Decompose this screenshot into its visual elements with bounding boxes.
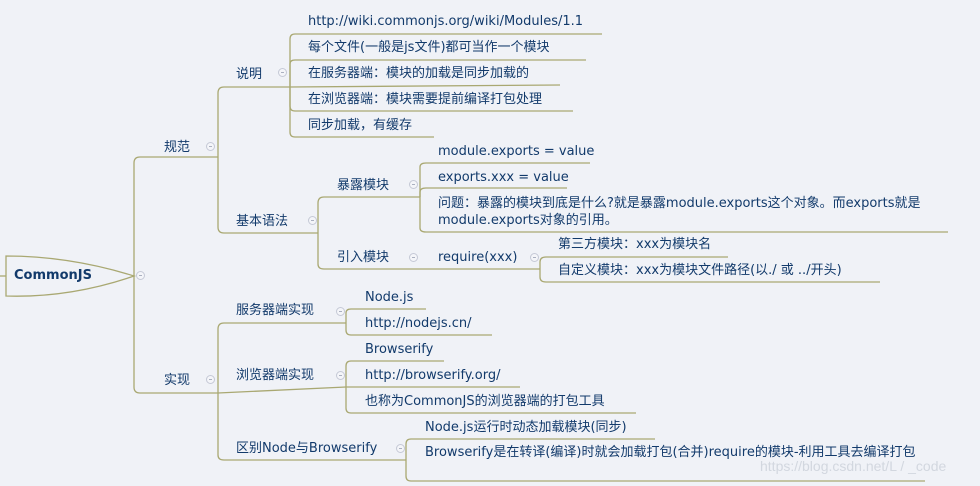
node-implementation[interactable]: 实现 bbox=[164, 373, 191, 388]
leaf-spec-url[interactable]: http://wiki.commonjs.org/wiki/Modules/1.… bbox=[308, 14, 584, 29]
leaf-nodejs-url[interactable]: http://nodejs.cn/ bbox=[365, 316, 472, 331]
collapse-icon[interactable] bbox=[336, 371, 345, 380]
collapse-icon[interactable] bbox=[409, 253, 418, 262]
node-require[interactable]: require(xxx) bbox=[438, 250, 518, 265]
collapse-icon[interactable] bbox=[336, 307, 345, 316]
leaf-custom-module[interactable]: 自定义模块：xxx为模块文件路径(以./ 或 ../开头) bbox=[558, 263, 842, 278]
leaf-browser-precompile[interactable]: 在浏览器端：模块需要提前编译打包处理 bbox=[308, 92, 543, 107]
collapse-icon[interactable] bbox=[308, 216, 317, 225]
leaf-third-party-module[interactable]: 第三方模块：xxx为模块名 bbox=[558, 237, 712, 252]
leaf-browserify-desc[interactable]: 也称为CommonJS的浏览器端的打包工具 bbox=[365, 394, 605, 409]
collapse-icon[interactable] bbox=[206, 142, 215, 151]
node-expose-module[interactable]: 暴露模块 bbox=[337, 178, 390, 193]
node-browser-impl[interactable]: 浏览器端实现 bbox=[236, 368, 315, 383]
leaf-browserify-compile[interactable]: Browserify是在转译(编译)时就会加载打包(合并)require的模块-… bbox=[425, 445, 916, 460]
leaf-server-sync[interactable]: 在服务器端：模块的加载是同步加载的 bbox=[308, 66, 530, 81]
collapse-icon[interactable] bbox=[136, 271, 145, 280]
leaf-exports-question[interactable]: 问题：暴露的模块到底是什么?就是暴露module.exports这个对象。而ex… bbox=[438, 196, 921, 228]
leaf-browserify[interactable]: Browserify bbox=[365, 342, 434, 357]
node-basic-syntax[interactable]: 基本语法 bbox=[236, 214, 289, 229]
node-spec[interactable]: 规范 bbox=[164, 140, 191, 155]
collapse-icon[interactable] bbox=[278, 68, 287, 77]
leaf-sync-cache[interactable]: 同步加载，有缓存 bbox=[308, 118, 413, 133]
leaf-browserify-url[interactable]: http://browserify.org/ bbox=[365, 368, 501, 383]
collapse-icon[interactable] bbox=[530, 253, 539, 262]
collapse-icon[interactable] bbox=[409, 180, 418, 189]
node-import-module[interactable]: 引入模块 bbox=[337, 250, 390, 265]
leaf-exports-xxx[interactable]: exports.xxx = value bbox=[438, 170, 569, 185]
collapse-icon[interactable] bbox=[396, 444, 405, 453]
node-node-vs-browserify[interactable]: 区别Node与Browserify bbox=[236, 441, 378, 456]
collapse-icon[interactable] bbox=[206, 375, 215, 384]
node-server-impl[interactable]: 服务器端实现 bbox=[236, 303, 315, 318]
leaf-node-dynamic-load[interactable]: Node.js运行时动态加载模块(同步) bbox=[425, 420, 627, 435]
leaf-nodejs[interactable]: Node.js bbox=[365, 290, 414, 305]
leaf-module-exports[interactable]: module.exports = value bbox=[438, 144, 595, 159]
watermark: https://blog.csdn.net/L / _code bbox=[760, 458, 947, 474]
leaf-each-file-module[interactable]: 每个文件(一般是js文件)都可当作一个模块 bbox=[308, 40, 550, 55]
node-description[interactable]: 说明 bbox=[236, 67, 263, 82]
root-node-commonjs[interactable]: CommonJS bbox=[14, 268, 92, 283]
